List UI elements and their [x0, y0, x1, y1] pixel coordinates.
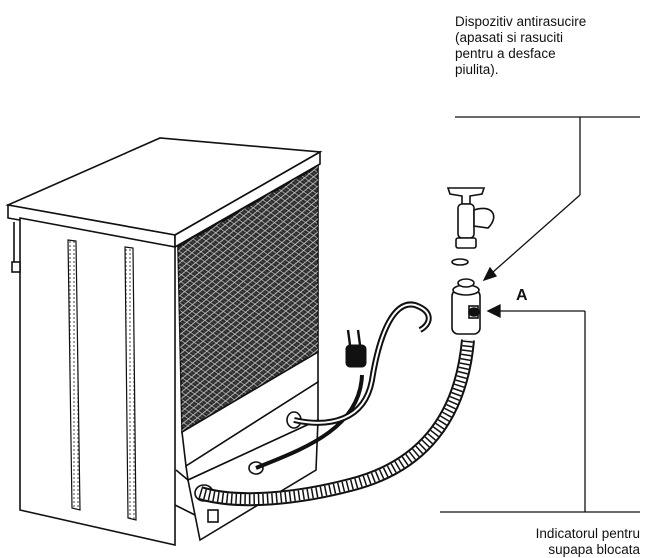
- dishwasher-front: [19, 217, 176, 547]
- leader-lines: [440, 116, 640, 513]
- anti-twist-device-note: Dispozitiv antirasucire (apasati si rasu…: [455, 14, 635, 78]
- note-line: Dispozitiv antirasucire: [455, 14, 587, 29]
- front-groove-left: [67, 239, 81, 511]
- indicator-window: [468, 305, 479, 319]
- dishwasher: [5, 137, 323, 547]
- note-line: piulita).: [455, 62, 499, 77]
- aquastop-valve: [451, 278, 481, 335]
- water-tap: [446, 187, 495, 266]
- tap-gasket: [451, 258, 469, 266]
- power-plug: [345, 344, 367, 368]
- note-line: Indicatorul pentru: [535, 526, 640, 541]
- drain-hose: [293, 301, 432, 426]
- note-line: pentru a desface: [455, 46, 556, 61]
- front-groove-right: [124, 246, 137, 521]
- blocked-valve-indicator-note: Indicatorul pentru supapa blocata: [460, 526, 640, 558]
- marker-a-label: A: [516, 287, 528, 304]
- power-cable: [255, 329, 367, 470]
- note-line: (apasati si rasuciti: [455, 30, 564, 45]
- inlet-hose: [197, 339, 475, 507]
- foot: [207, 509, 219, 523]
- note-line: supapa blocata: [548, 542, 640, 557]
